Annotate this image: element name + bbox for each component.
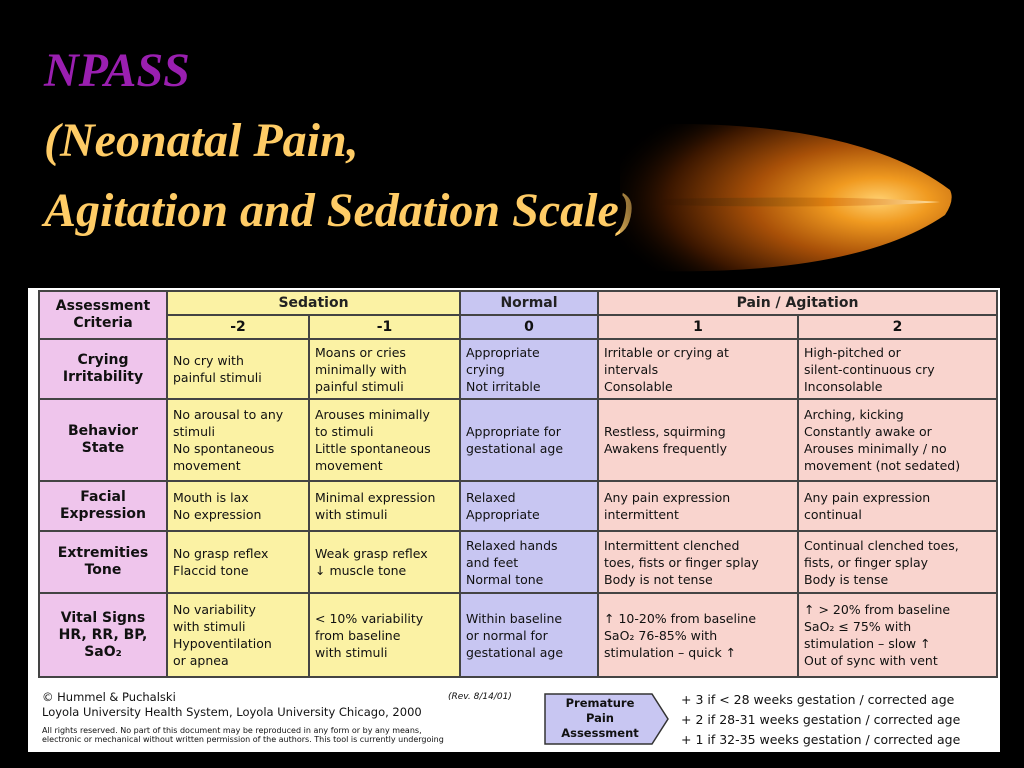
criteria-extremities: Extremities Tone	[38, 530, 168, 594]
table-row-facial: Facial Expression Mouth is lax No expres…	[38, 480, 998, 532]
footer-revision: (Rev. 8/14/01)	[448, 692, 512, 702]
cell-crying-1: Irritable or crying at intervals Consola…	[597, 338, 799, 400]
gestation-adjustment-item: + 1 if 32-35 weeks gestation / corrected…	[681, 732, 961, 747]
score-1: 1	[597, 314, 799, 340]
slide-title: NPASS (Neonatal Pain, Agitation and Seda…	[44, 36, 635, 246]
header-pain-agitation: Pain / Agitation	[597, 290, 998, 316]
arrow-shape-icon	[544, 693, 669, 745]
cell-behavior-1: Restless, squirming Awakens frequently	[597, 398, 799, 482]
cell-extremities-minus-1: Weak grasp reflex ↓ muscle tone	[308, 530, 461, 594]
cell-vital-0: Within baseline or normal for gestationa…	[459, 592, 599, 678]
cell-extremities-minus-2: No grasp reflex Flaccid tone	[166, 530, 310, 594]
title-line-2: (Neonatal Pain,	[44, 114, 359, 167]
cell-facial-minus-1: Minimal expression with stimuli	[308, 480, 461, 532]
cell-facial-0: Relaxed Appropriate	[459, 480, 599, 532]
cell-crying-0: Appropriate crying Not irritable	[459, 338, 599, 400]
title-line-3: Agitation and Sedation Scale)	[44, 184, 635, 237]
cell-vital-minus-1: < 10% variability from baseline with sti…	[308, 592, 461, 678]
gestation-adjustments: + 3 if < 28 weeks gestation / corrected …	[681, 690, 960, 750]
comet-decoration	[620, 123, 952, 272]
title-acronym: NPASS	[44, 44, 190, 97]
table-row-behavior: Behavior State No arousal to any stimuli…	[38, 398, 998, 482]
header-normal: Normal	[459, 290, 599, 316]
score-2: 2	[797, 314, 998, 340]
criteria-behavior: Behavior State	[38, 398, 168, 482]
criteria-vital-signs: Vital Signs HR, RR, BP, SaO₂	[38, 592, 168, 678]
table-row-vital-signs: Vital Signs HR, RR, BP, SaO₂ No variabil…	[38, 592, 998, 678]
cell-facial-1: Any pain expression intermittent	[597, 480, 799, 532]
cell-behavior-2: Arching, kicking Constantly awake or Aro…	[797, 398, 998, 482]
premature-pain-assessment-label: Premature Pain Assessment	[544, 693, 669, 745]
cell-crying-minus-1: Moans or cries minimally with painful st…	[308, 338, 461, 400]
score-minus-2: -2	[166, 314, 310, 340]
footer-credits: © Hummel & Puchalski Loyola University H…	[42, 690, 532, 744]
header-sedation: Sedation	[166, 290, 461, 316]
cell-extremities-0: Relaxed hands and feet Normal tone	[459, 530, 599, 594]
criteria-facial: Facial Expression	[38, 480, 168, 532]
cell-facial-2: Any pain expression continual	[797, 480, 998, 532]
criteria-crying: Crying Irritability	[38, 338, 168, 400]
cell-crying-minus-2: No cry with painful stimuli	[166, 338, 310, 400]
cell-behavior-minus-2: No arousal to any stimuli No spontaneous…	[166, 398, 310, 482]
cell-behavior-minus-1: Arouses minimally to stimuli Little spon…	[308, 398, 461, 482]
cell-behavior-0: Appropriate for gestational age	[459, 398, 599, 482]
cell-crying-2: High-pitched or silent-continuous cry In…	[797, 338, 998, 400]
footer-rights: All rights reserved. No part of this doc…	[42, 726, 444, 744]
gestation-adjustment-item: + 2 if 28-31 weeks gestation / corrected…	[681, 712, 961, 727]
cell-extremities-2: Continual clenched toes, fists, or finge…	[797, 530, 998, 594]
footer-copyright: © Hummel & Puchalski	[42, 690, 176, 704]
npass-table: Assessment Criteria Sedation Normal Pain…	[38, 290, 998, 678]
cell-vital-2: ↑ > 20% from baseline SaO₂ ≤ 75% with st…	[797, 592, 998, 678]
gestation-adjustment-item: + 3 if < 28 weeks gestation / corrected …	[681, 692, 955, 707]
npass-scale-sheet: Assessment Criteria Sedation Normal Pain…	[28, 288, 1000, 752]
header-assessment-criteria: Assessment Criteria	[38, 290, 168, 340]
cell-extremities-1: Intermittent clenched toes, fists or fin…	[597, 530, 799, 594]
score-0: 0	[459, 314, 599, 340]
cell-vital-1: ↑ 10-20% from baseline SaO₂ 76-85% with …	[597, 592, 799, 678]
footer-institution: Loyola University Health System, Loyola …	[42, 705, 422, 719]
table-row-extremities: Extremities Tone No grasp reflex Flaccid…	[38, 530, 998, 594]
cell-vital-minus-2: No variability with stimuli Hypoventilat…	[166, 592, 310, 678]
score-minus-1: -1	[308, 314, 461, 340]
table-row-crying: Crying Irritability No cry with painful …	[38, 338, 998, 400]
cell-facial-minus-2: Mouth is lax No expression	[166, 480, 310, 532]
